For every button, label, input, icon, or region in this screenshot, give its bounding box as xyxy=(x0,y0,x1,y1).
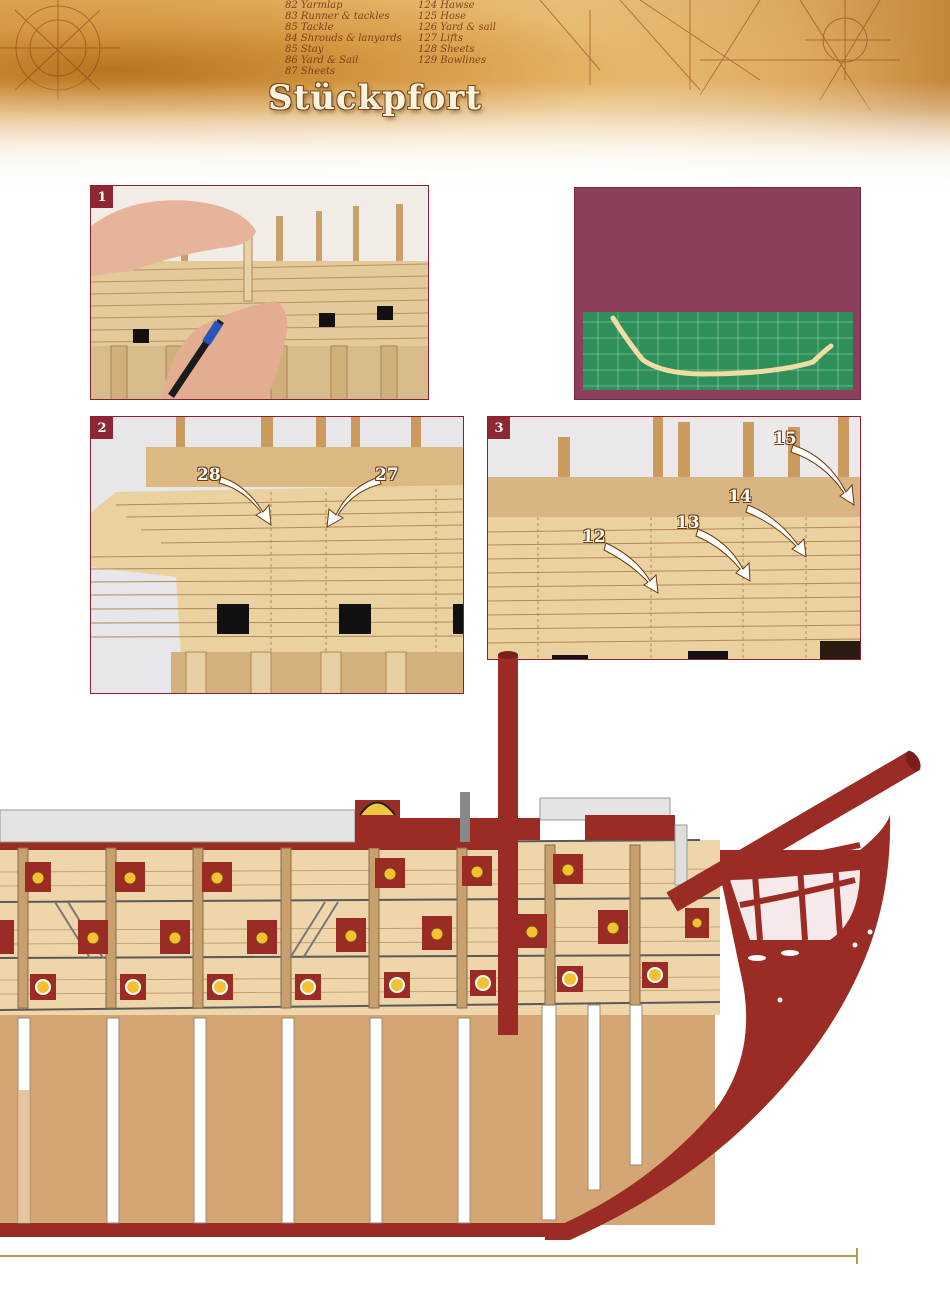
cutting-mat-photo xyxy=(583,312,853,390)
hull-planking-photo xyxy=(488,417,861,660)
step-badge: 2 xyxy=(91,417,113,439)
log-line: 127 Lifts xyxy=(418,33,518,44)
footer-tick xyxy=(856,1248,858,1264)
callout-label: 12 xyxy=(582,527,606,547)
log-line: 87 Sheets xyxy=(285,66,405,77)
photo-step-1: 1 xyxy=(90,185,429,400)
callout-label: 28 xyxy=(197,465,221,485)
hull-planking-photo xyxy=(91,186,429,400)
info-photo xyxy=(583,312,853,390)
callout-label: 27 xyxy=(375,465,399,485)
log-line: 128 Sheets xyxy=(418,44,518,55)
logbook-column-left: 82 Yarmlap 83 Runner & tackles 85 Tackle… xyxy=(285,0,405,77)
log-line: 129 Bowlines xyxy=(418,55,518,66)
photo-step-3: 15 14 13 12 3 xyxy=(487,416,861,660)
ship-section-drawing xyxy=(0,640,950,1250)
log-line: 84 Shrouds & lanyards xyxy=(285,33,405,44)
page-title: Stückpfort xyxy=(268,78,482,118)
step-badge: 3 xyxy=(488,417,510,439)
log-line: 85 Stay xyxy=(285,44,405,55)
log-line: 124 Hawse xyxy=(418,0,518,11)
footer-rule xyxy=(0,1255,858,1257)
step-badge: 1 xyxy=(91,186,113,208)
log-line: 126 Yard & sail xyxy=(418,22,518,33)
log-line: 86 Yard & Sail xyxy=(285,55,405,66)
log-line: 82 Yarmlap xyxy=(285,0,405,11)
callout-label: 14 xyxy=(728,487,752,507)
callout-label: 13 xyxy=(676,513,700,533)
log-line: 85 Tackle xyxy=(285,22,405,33)
log-line: 83 Runner & tackles xyxy=(285,11,405,22)
callout-label: 15 xyxy=(773,429,797,449)
info-box xyxy=(574,187,861,400)
ship-plan-illustration xyxy=(0,640,950,1254)
log-line: 125 Hose xyxy=(418,11,518,22)
logbook-column-right: 124 Hawse 125 Hose 126 Yard & sail 127 L… xyxy=(418,0,518,66)
